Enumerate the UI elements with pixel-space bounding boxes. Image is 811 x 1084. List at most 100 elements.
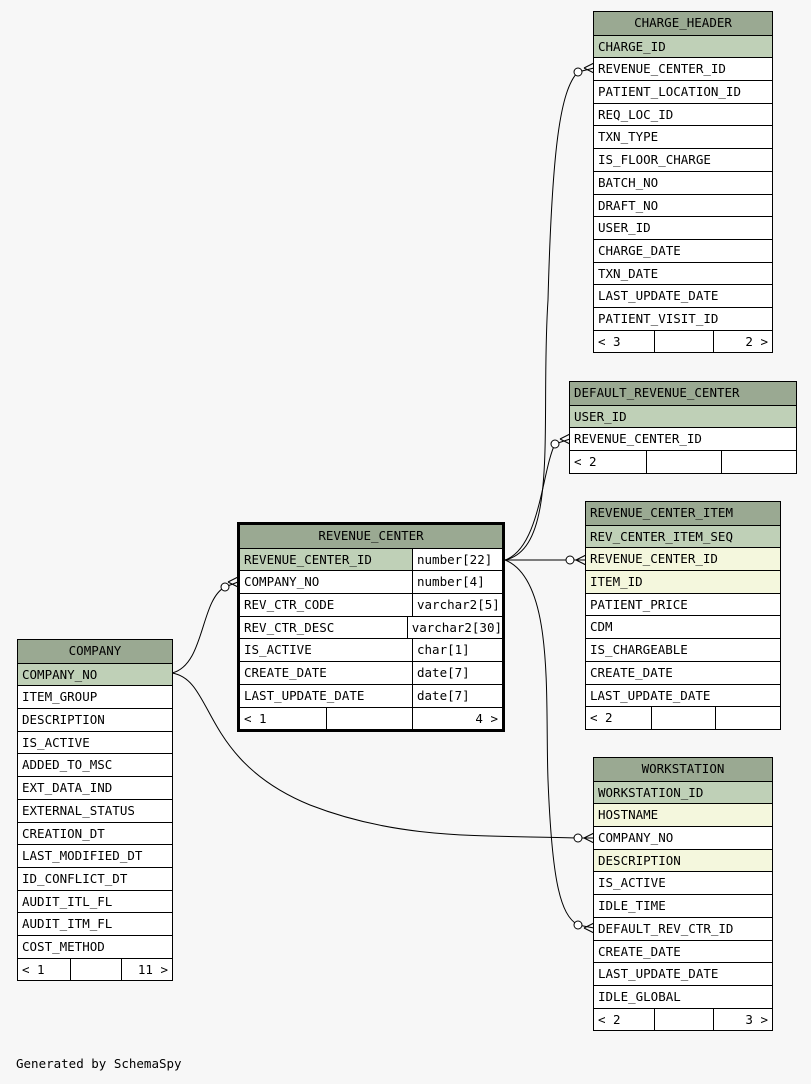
table-title[interactable]: WORKSTATION: [594, 758, 772, 781]
column-row[interactable]: CREATE_DATE date[7]: [240, 661, 502, 684]
column-row[interactable]: DESCRIPTION: [18, 708, 172, 731]
column-name: ADDED_TO_MSC: [22, 757, 113, 773]
link-company-revenue-center: [171, 581, 239, 674]
column-row[interactable]: PATIENT_VISIT_ID: [594, 306, 772, 330]
children-link[interactable]: 11 >: [121, 958, 172, 981]
parents-link[interactable]: < 1: [22, 961, 45, 977]
table-title[interactable]: COMPANY: [18, 640, 172, 663]
column-row[interactable]: HOSTNAME: [594, 803, 772, 827]
column-row[interactable]: PATIENT_PRICE: [586, 592, 780, 616]
column-row[interactable]: CREATE_DATE: [586, 660, 780, 684]
children-link[interactable]: 3 >: [713, 1008, 772, 1031]
column-name: ITEM_GROUP: [22, 689, 98, 705]
table-title[interactable]: REVENUE_CENTER: [240, 525, 502, 548]
parents-link[interactable]: < 3: [598, 333, 621, 349]
column-row[interactable]: WORKSTATION_ID: [594, 780, 772, 804]
parents-link[interactable]: < 2: [598, 1011, 621, 1027]
column-name: LAST_UPDATE_DATE: [598, 966, 719, 982]
column-row[interactable]: USER_ID: [570, 404, 796, 428]
column-row[interactable]: BATCH_NO: [594, 170, 772, 194]
column-name: PATIENT_VISIT_ID: [598, 310, 719, 326]
column-name: EXT_DATA_IND: [22, 780, 113, 796]
footer-middle: [70, 958, 121, 981]
link-end-circle: [550, 439, 560, 449]
link-end-circle: [573, 920, 583, 930]
column-row[interactable]: DESCRIPTION: [594, 848, 772, 872]
column-row[interactable]: IS_FLOOR_CHARGE: [594, 148, 772, 171]
column-row[interactable]: REV_CTR_DESC varchar2[30]: [240, 615, 502, 639]
column-row[interactable]: USER_ID: [594, 216, 772, 239]
link-default-revenue-center: [504, 438, 571, 561]
table-default-revenue-center[interactable]: DEFAULT_REVENUE_CENTER USER_ID REVENUE_C…: [569, 381, 797, 474]
column-row[interactable]: LAST_UPDATE_DATE: [594, 284, 772, 307]
column-row[interactable]: IS_ACTIVE: [594, 871, 772, 894]
column-row[interactable]: IS_ACTIVE char[1]: [240, 638, 502, 662]
column-row[interactable]: IS_ACTIVE: [18, 730, 172, 754]
column-row[interactable]: ITEM_GROUP: [18, 685, 172, 708]
table-title[interactable]: CHARGE_HEADER: [594, 12, 772, 35]
column-name: COMPANY_NO: [22, 666, 98, 682]
column-row[interactable]: AUDIT_ITM_FL: [18, 912, 172, 935]
column-name: REQ_LOC_ID: [598, 106, 674, 122]
column-row[interactable]: DEFAULT_REV_CTR_ID: [594, 916, 772, 940]
children-link[interactable]: [715, 707, 780, 729]
children-link[interactable]: 2 >: [713, 330, 772, 353]
children-link[interactable]: 4 >: [412, 707, 502, 730]
table-title[interactable]: REVENUE_CENTER_ITEM: [586, 502, 780, 525]
column-row[interactable]: IDLE_GLOBAL: [594, 984, 772, 1008]
column-row[interactable]: PATIENT_LOCATION_ID: [594, 80, 772, 103]
column-name: PATIENT_PRICE: [590, 596, 688, 612]
column-name: COMPANY_NO: [244, 574, 320, 590]
column-type: char[1]: [412, 639, 502, 662]
table-revenue-center-item[interactable]: REVENUE_CENTER_ITEM REV_CENTER_ITEM_SEQ …: [585, 501, 781, 730]
column-row[interactable]: IDLE_TIME: [594, 894, 772, 917]
column-row[interactable]: COMPANY_NO: [18, 662, 172, 686]
column-row[interactable]: TXN_TYPE: [594, 125, 772, 148]
column-name: LAST_UPDATE_DATE: [598, 288, 719, 304]
column-row[interactable]: EXTERNAL_STATUS: [18, 798, 172, 822]
table-charge-header[interactable]: CHARGE_HEADER CHARGE_ID REVENUE_CENTER_I…: [593, 11, 773, 354]
column-row[interactable]: LAST_UPDATE_DATE date[7]: [240, 683, 502, 707]
children-link[interactable]: [721, 451, 796, 473]
column-row[interactable]: COMPANY_NO: [594, 826, 772, 849]
link-workstation-rev-ctr: [504, 559, 595, 929]
column-row[interactable]: IS_CHARGEABLE: [586, 638, 780, 661]
column-type: date[7]: [412, 662, 502, 684]
column-row[interactable]: REVENUE_CENTER_ID number[22]: [240, 547, 502, 571]
column-name: TXN_TYPE: [598, 129, 659, 145]
parents-link[interactable]: < 2: [574, 454, 597, 470]
column-row[interactable]: ADDED_TO_MSC: [18, 753, 172, 776]
column-row[interactable]: ITEM_ID: [586, 570, 780, 593]
column-row[interactable]: TXN_DATE: [594, 261, 772, 285]
table-footer: < 3 2 >: [594, 329, 772, 353]
column-row[interactable]: REQ_LOC_ID: [594, 102, 772, 126]
column-row[interactable]: LAST_UPDATE_DATE: [586, 683, 780, 707]
column-row[interactable]: CHARGE_ID: [594, 34, 772, 58]
column-row[interactable]: REVENUE_CENTER_ID: [570, 427, 796, 450]
column-name: IDLE_GLOBAL: [598, 988, 681, 1004]
column-row[interactable]: CREATE_DATE: [594, 939, 772, 963]
column-row[interactable]: DRAFT_NO: [594, 193, 772, 217]
column-row[interactable]: LAST_MODIFIED_DT: [18, 844, 172, 867]
column-row[interactable]: COST_METHOD: [18, 934, 172, 958]
column-row[interactable]: REVENUE_CENTER_ID: [594, 57, 772, 80]
table-workstation[interactable]: WORKSTATION WORKSTATION_ID HOSTNAME COMP…: [593, 757, 773, 1032]
column-row[interactable]: ID_CONFLICT_DT: [18, 866, 172, 890]
column-row[interactable]: REVENUE_CENTER_ID: [586, 547, 780, 571]
column-row[interactable]: REV_CTR_CODE varchar2[5]: [240, 593, 502, 616]
column-row[interactable]: LAST_UPDATE_DATE: [594, 962, 772, 985]
column-row[interactable]: EXT_DATA_IND: [18, 776, 172, 799]
column-name: LAST_UPDATE_DATE: [590, 687, 711, 703]
column-row[interactable]: CREATION_DT: [18, 821, 172, 845]
table-revenue-center[interactable]: REVENUE_CENTER REVENUE_CENTER_ID number[…: [237, 522, 505, 733]
table-footer: < 1 11 >: [18, 957, 172, 981]
column-row[interactable]: AUDIT_ITL_FL: [18, 889, 172, 913]
parents-link[interactable]: < 2: [590, 710, 613, 726]
parents-link[interactable]: < 1: [244, 710, 267, 726]
column-row[interactable]: CDM: [586, 615, 780, 638]
column-row[interactable]: CHARGE_DATE: [594, 238, 772, 262]
column-row[interactable]: COMPANY_NO number[4]: [240, 570, 502, 594]
table-title[interactable]: DEFAULT_REVENUE_CENTER: [570, 382, 796, 405]
column-row[interactable]: REV_CENTER_ITEM_SEQ: [586, 524, 780, 548]
table-company[interactable]: COMPANY COMPANY_NO ITEM_GROUP DESCRIPTIO…: [17, 639, 173, 982]
